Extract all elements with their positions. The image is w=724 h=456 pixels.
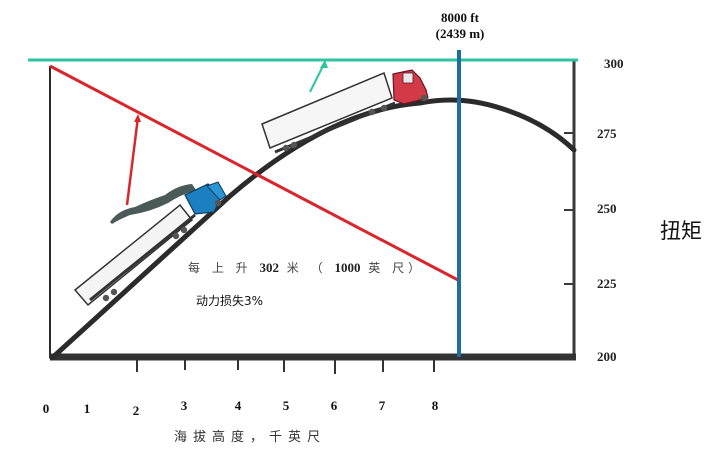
x-tick-5: 5	[283, 398, 290, 413]
x-axis-ticks	[136, 360, 435, 374]
green-arrowhead-icon	[320, 60, 328, 68]
x-tick-0: 0	[43, 401, 50, 416]
x-tick-3: 3	[181, 398, 188, 413]
truck-red-icon	[261, 69, 429, 154]
x-tick-8: 8	[432, 398, 439, 413]
y-tick-275: 275	[597, 126, 617, 141]
truck-blue-icon	[73, 181, 227, 307]
annotation-per-1000ft: 每 上 升 302 米 （ 1000 英 尺）	[188, 260, 424, 275]
x-tick-4: 4	[235, 398, 242, 413]
annotation-power-loss: 动力损失3%	[196, 293, 263, 308]
y-tick-300: 300	[604, 56, 624, 71]
x-tick-1: 1	[84, 401, 91, 416]
y-axis-label: 扭矩	[660, 219, 702, 243]
red-pointer-arrow	[125, 116, 140, 206]
y-tick-200: 200	[597, 349, 617, 364]
x-axis-label: 海拔高度，千英尺	[174, 429, 326, 445]
y-tick-225: 225	[597, 276, 617, 291]
red-arrowhead-icon	[134, 114, 141, 122]
marker-label-m: (2439 m)	[436, 26, 485, 41]
marker-label-ft: 8000 ft	[441, 10, 480, 25]
y-tick-250: 250	[597, 201, 617, 216]
x-tick-2: 2	[133, 403, 140, 418]
available-torque-line	[49, 64, 459, 282]
right-axis-ticks	[564, 132, 574, 285]
road-elevation-curve	[49, 97, 577, 361]
x-tick-6: 6	[331, 398, 338, 413]
x-tick-7: 7	[379, 398, 386, 413]
